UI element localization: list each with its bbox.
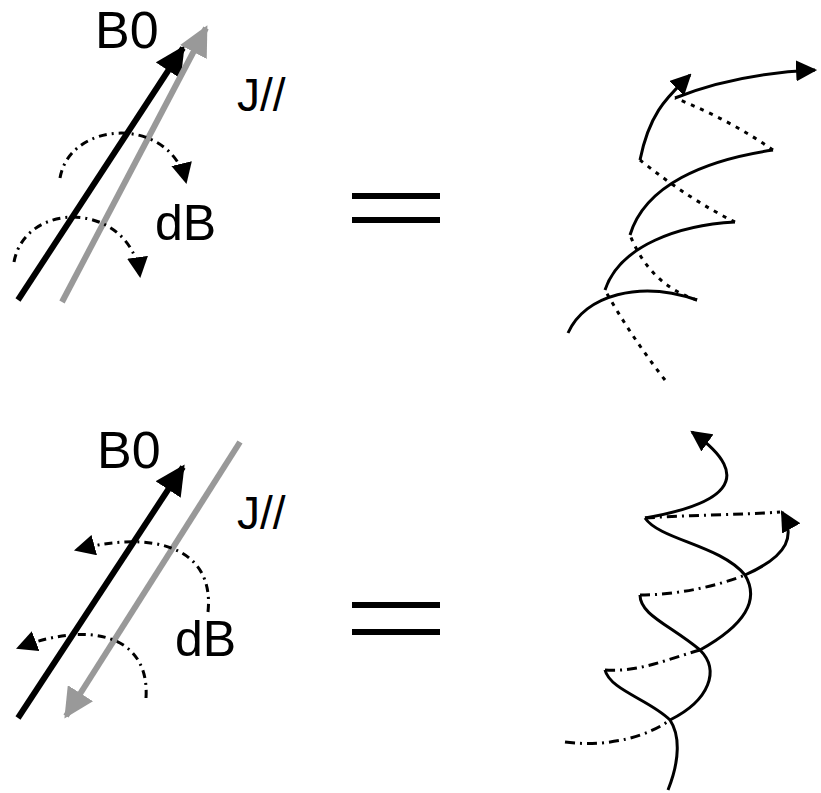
perturbation-label: dB [155,198,216,248]
current-arrow [62,28,206,302]
right-helix [568,70,815,380]
field-loop [14,217,140,276]
field-arrow [18,467,183,718]
equals-sign [352,602,440,608]
field-label: B0 [97,424,161,476]
field-loop [60,133,186,182]
equals-sign [352,217,440,223]
field-loop [18,634,146,698]
current-label: J// [237,490,286,536]
perturbation-label: dB [175,614,236,664]
field-arrow [18,48,183,300]
current-arrow [66,442,240,716]
left-helix [565,432,788,790]
field-label: B0 [95,4,159,56]
current-label: J// [237,72,286,118]
field-loop [76,542,209,612]
equals-sign [352,193,440,199]
equals-sign [352,629,440,635]
